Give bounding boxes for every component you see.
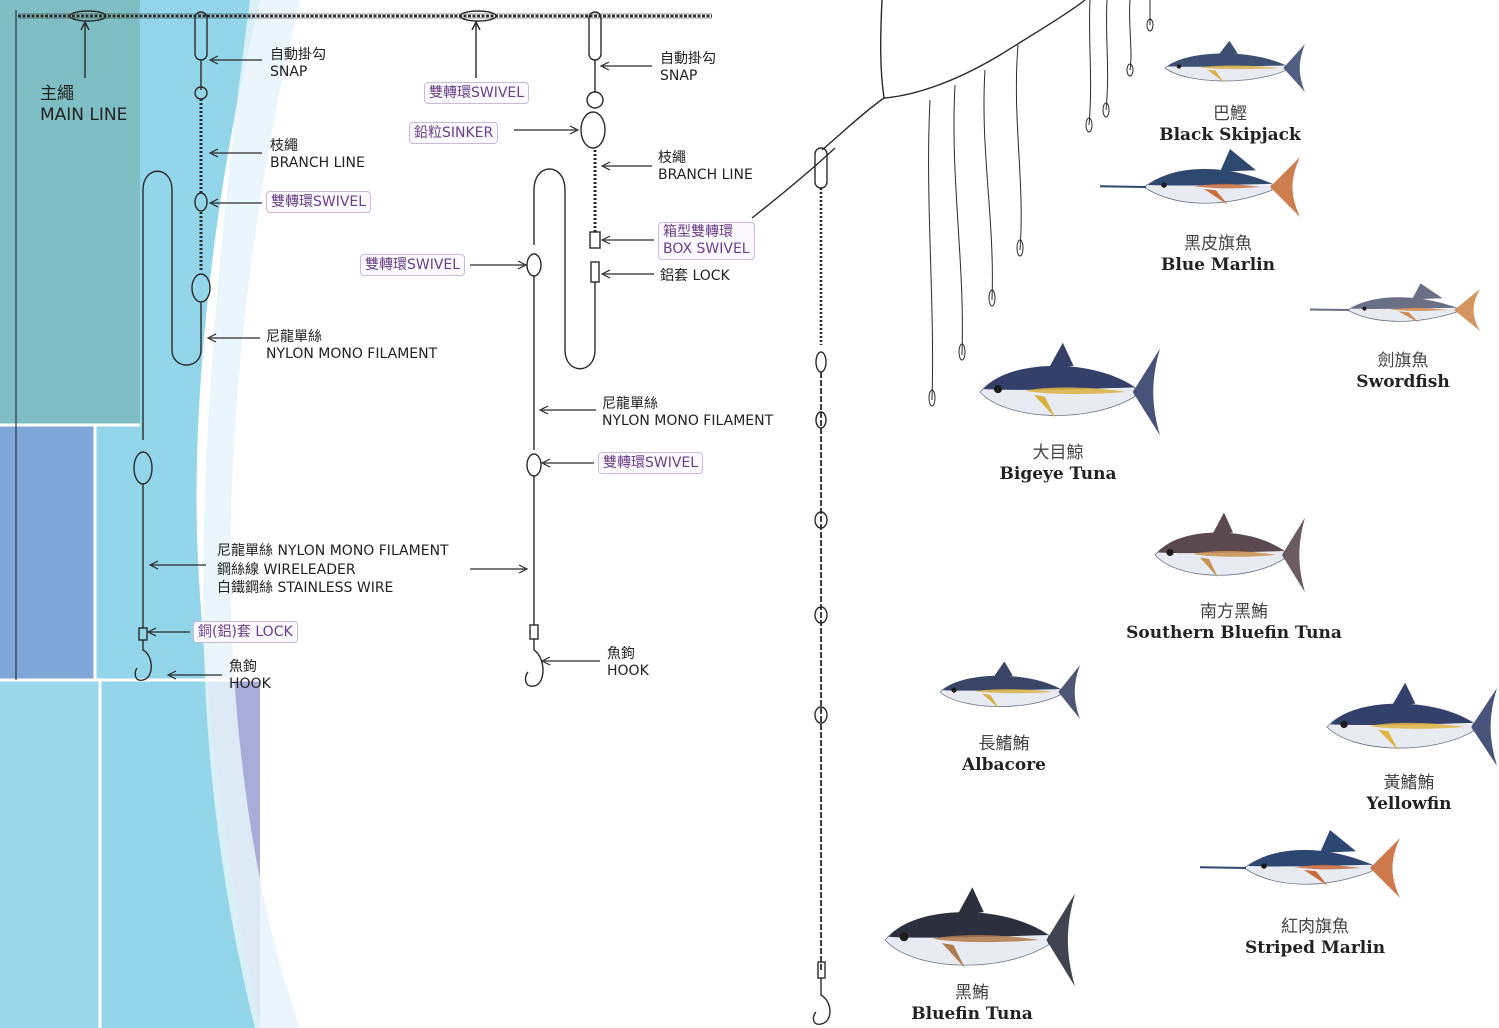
fish-en: Bigeye Tuna: [968, 464, 1148, 485]
left-branch-line-en: BRANCH LINE: [270, 155, 365, 172]
fish-caption-bigeye-tuna: 大目鯨 Bigeye Tuna: [968, 443, 1148, 485]
leader-wire-line: 鋼絲線 WIRELEADER: [217, 561, 449, 580]
leader-nylon-line: 尼龍單絲 NYLON MONO FILAMENT: [217, 542, 449, 561]
mid-snap-label: 自動掛勾 SNAP: [660, 51, 716, 85]
left-swivel-text: 雙轉環SWIVEL: [271, 193, 366, 211]
fish-caption-yellowfin: 黃鰭鮪 Yellowfin: [1319, 773, 1499, 815]
sinker-tag: 鉛粒SINKER: [409, 122, 498, 144]
left-snap-label: 自動掛勾 SNAP: [270, 47, 326, 81]
fish-zh: 大目鯨: [968, 443, 1148, 464]
box-swivel-en: BOX SWIVEL: [663, 241, 750, 258]
fish-caption-bluefin-tuna: 黑鮪 Bluefin Tuna: [882, 983, 1062, 1025]
mid-top-swivel-text: 雙轉環SWIVEL: [429, 84, 524, 102]
box-swivel-tag: 箱型雙轉環 BOX SWIVEL: [658, 222, 755, 260]
mid-snap-en: SNAP: [660, 68, 716, 85]
mid-swivel-right-tag: 雙轉環SWIVEL: [598, 452, 703, 474]
mid-lock-label: 鋁套 LOCK: [660, 268, 730, 285]
box-swivel-zh: 箱型雙轉環: [663, 224, 750, 241]
mid-hook-label: 魚鉤 HOOK: [607, 646, 649, 680]
left-branch-line-label: 枝繩 BRANCH LINE: [270, 138, 365, 172]
fish-caption-albacore: 長鰭鮪 Albacore: [914, 734, 1094, 776]
leader-materials-label: 尼龍單絲 NYLON MONO FILAMENT 鋼絲線 WIRELEADER …: [217, 542, 449, 598]
fish-en: Bluefin Tuna: [882, 1004, 1062, 1025]
left-branch-rig: [134, 12, 210, 680]
fish-zh: 黃鰭鮪: [1319, 773, 1499, 794]
mid-swivel-left-text: 雙轉環SWIVEL: [365, 256, 460, 274]
blue-marlin-illustration: [1100, 149, 1300, 217]
striped-marlin-illustration: [1200, 830, 1400, 898]
right-branch-rig: [752, 0, 1085, 1024]
mid-hook-zh: 魚鉤: [607, 646, 649, 663]
middle-branch-rig: [526, 12, 605, 686]
mid-branch-line-label: 枝繩 BRANCH LINE: [658, 150, 753, 184]
fish-zh: 巴鰹: [1140, 104, 1320, 125]
albacore-illustration: [940, 661, 1080, 719]
mid-nylon-en: NYLON MONO FILAMENT: [602, 413, 773, 430]
fish-en: Blue Marlin: [1128, 255, 1308, 276]
mid-hook-en: HOOK: [607, 663, 649, 680]
left-lock-tag: 銅(鋁)套 LOCK: [193, 621, 298, 643]
mid-swivel-right-text: 雙轉環SWIVEL: [603, 454, 698, 472]
main-line-zh: 主繩: [40, 84, 127, 105]
black-skipjack-illustration: [1165, 41, 1305, 92]
fish-zh: 黑皮旗魚: [1128, 234, 1308, 255]
main-line-en: MAIN LINE: [40, 105, 127, 126]
mid-snap-zh: 自動掛勾: [660, 51, 716, 68]
bluefin-tuna-illustration: [885, 887, 1075, 986]
fish-en: Albacore: [914, 755, 1094, 776]
fish-zh: 長鰭鮪: [914, 734, 1094, 755]
left-hook-zh: 魚鉤: [229, 659, 271, 676]
fish-illustrations: [885, 41, 1497, 987]
main-line-label: 主繩 MAIN LINE: [40, 84, 127, 126]
leader-stainless-line: 白鐵鋼絲 STAINLESS WIRE: [217, 579, 449, 598]
left-snap-en: SNAP: [270, 64, 326, 81]
fish-zh: 南方黑鮪: [1119, 602, 1349, 623]
mid-nylon-label: 尼龍單絲 NYLON MONO FILAMENT: [602, 396, 773, 430]
fish-zh: 黑鮪: [882, 983, 1062, 1004]
fish-caption-southern-bluefin: 南方黑鮪 Southern Bluefin Tuna: [1119, 602, 1349, 644]
left-branch-line-zh: 枝繩: [270, 138, 365, 155]
mid-lock-text: 鋁套 LOCK: [660, 268, 730, 285]
left-hook-en: HOOK: [229, 676, 271, 693]
mid-branch-line-zh: 枝繩: [658, 150, 753, 167]
left-nylon-label: 尼龍單絲 NYLON MONO FILAMENT: [266, 329, 437, 363]
mid-branch-line-en: BRANCH LINE: [658, 167, 753, 184]
fish-en: Striped Marlin: [1225, 938, 1405, 959]
mid-swivel-left-tag: 雙轉環SWIVEL: [360, 254, 465, 276]
left-lock-text: 銅(鋁)套 LOCK: [198, 623, 293, 641]
fish-zh: 紅肉旗魚: [1225, 917, 1405, 938]
sinker-text: 鉛粒SINKER: [414, 124, 493, 142]
fish-en: Black Skipjack: [1140, 125, 1320, 146]
fish-caption-swordfish: 劍旗魚 Swordfish: [1313, 351, 1493, 393]
swordfish-illustration: [1310, 283, 1480, 331]
fish-en: Southern Bluefin Tuna: [1119, 623, 1349, 644]
yellowfin-illustration: [1327, 683, 1497, 766]
left-hook-label: 魚鉤 HOOK: [229, 659, 271, 693]
left-nylon-en: NYLON MONO FILAMENT: [266, 346, 437, 363]
background-branch-lines: [929, 0, 1153, 406]
fish-en: Yellowfin: [1319, 794, 1499, 815]
left-snap-zh: 自動掛勾: [270, 47, 326, 64]
mid-nylon-zh: 尼龍單絲: [602, 396, 773, 413]
fish-caption-blue-marlin: 黑皮旗魚 Blue Marlin: [1128, 234, 1308, 276]
fish-caption-black-skipjack: 巴鰹 Black Skipjack: [1140, 104, 1320, 146]
fish-zh: 劍旗魚: [1313, 351, 1493, 372]
fish-caption-striped-marlin: 紅肉旗魚 Striped Marlin: [1225, 917, 1405, 959]
mid-top-swivel-tag: 雙轉環SWIVEL: [424, 82, 529, 104]
left-swivel-tag: 雙轉環SWIVEL: [266, 191, 371, 213]
southern-bluefin-tuna-illustration: [1155, 513, 1305, 593]
bigeye-tuna-illustration: [980, 343, 1160, 436]
fish-en: Swordfish: [1313, 372, 1493, 393]
left-nylon-zh: 尼龍單絲: [266, 329, 437, 346]
main-line-rope: [18, 11, 712, 21]
